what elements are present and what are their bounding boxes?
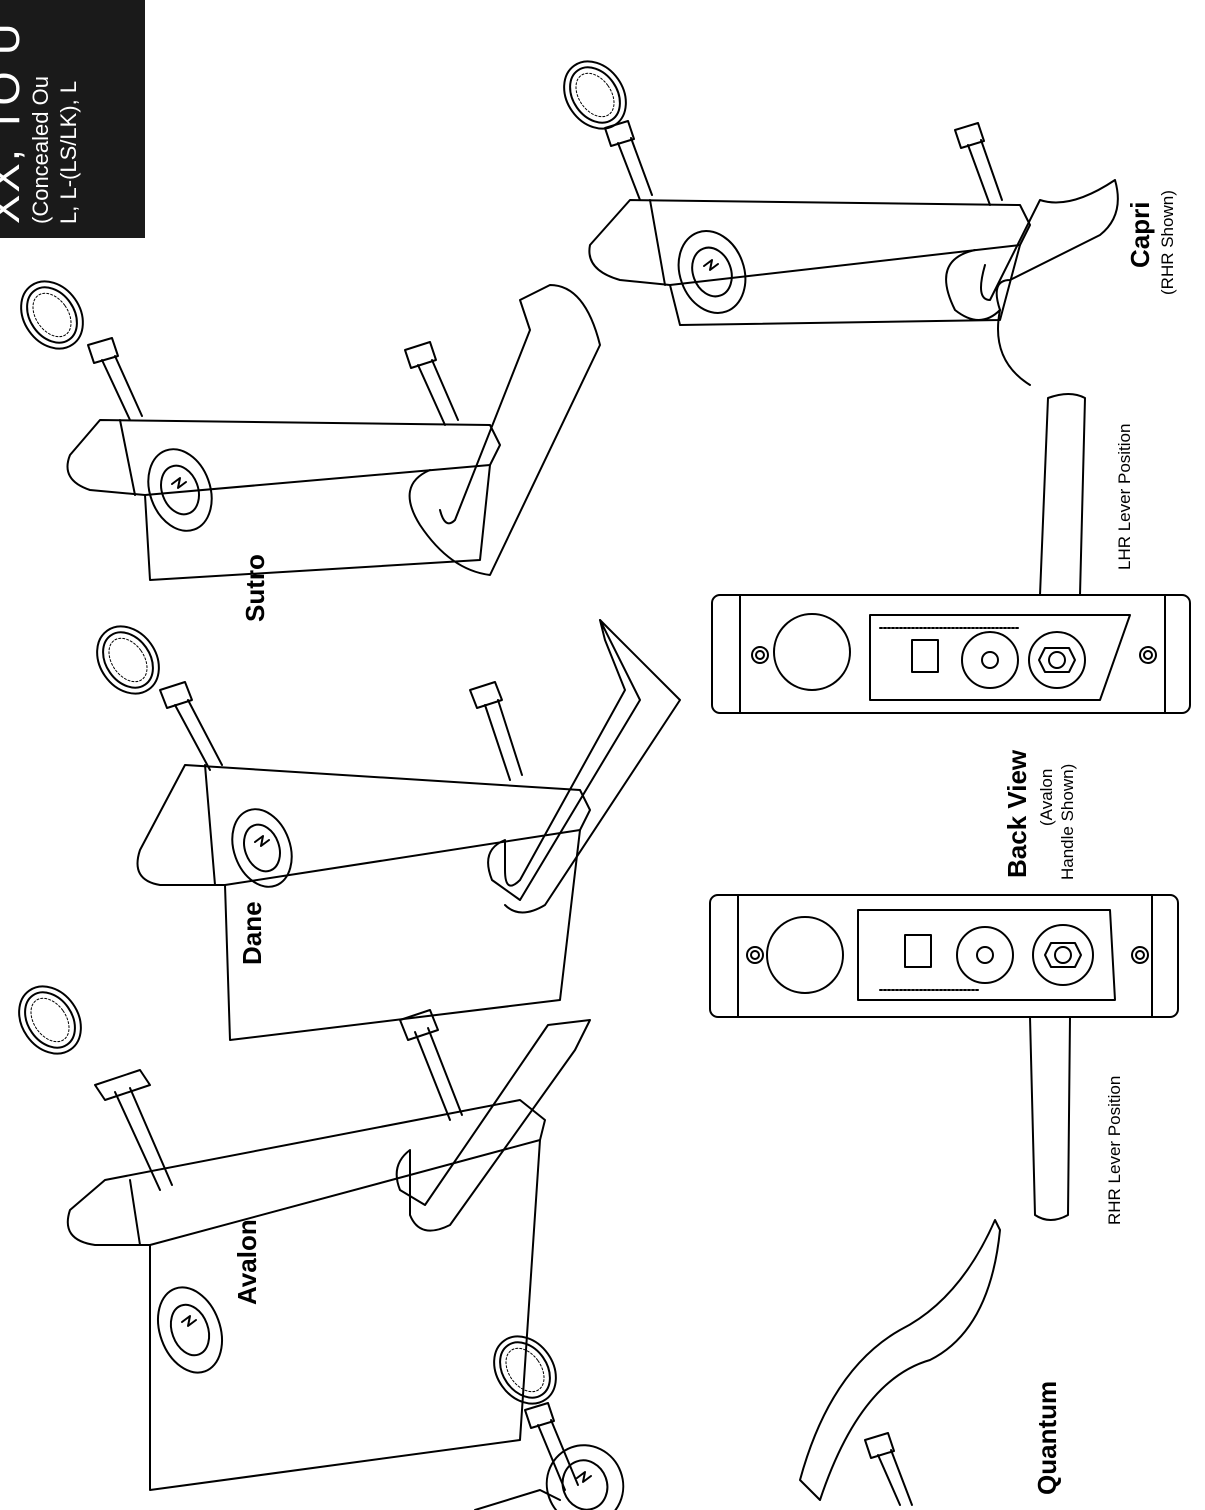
quantum-trim — [474, 1219, 1001, 1510]
capri-trim — [563, 60, 1119, 386]
label-back-view: Back View — [1002, 749, 1032, 878]
dane-trim — [96, 619, 681, 1041]
label-avalon: Avalon — [232, 1219, 262, 1305]
label-lhr-position: LHR Lever Position — [1115, 423, 1134, 570]
back-view-rhr — [709, 894, 1179, 1221]
label-capri: Capri — [1125, 201, 1155, 268]
sutro-trim — [20, 280, 601, 581]
label-back-view-sub2: Handle Shown) — [1058, 763, 1077, 880]
label-dane: Dane — [237, 901, 267, 965]
label-back-view-sub1: (Avalon — [1037, 768, 1056, 826]
thread-details — [30, 72, 615, 1393]
label-quantum: Quantum — [1032, 1380, 1062, 1495]
label-sutro: Sutro — [240, 554, 270, 622]
label-rhr-position: RHR Lever Position — [1105, 1075, 1124, 1225]
header-tab: XX, TO U (Concealed Ou L, L-(LS/LK), L — [0, 0, 145, 238]
label-capri-sub: (RHR Shown) — [1158, 190, 1177, 295]
avalon-trim — [18, 985, 591, 1491]
back-view-lhr — [711, 393, 1191, 714]
